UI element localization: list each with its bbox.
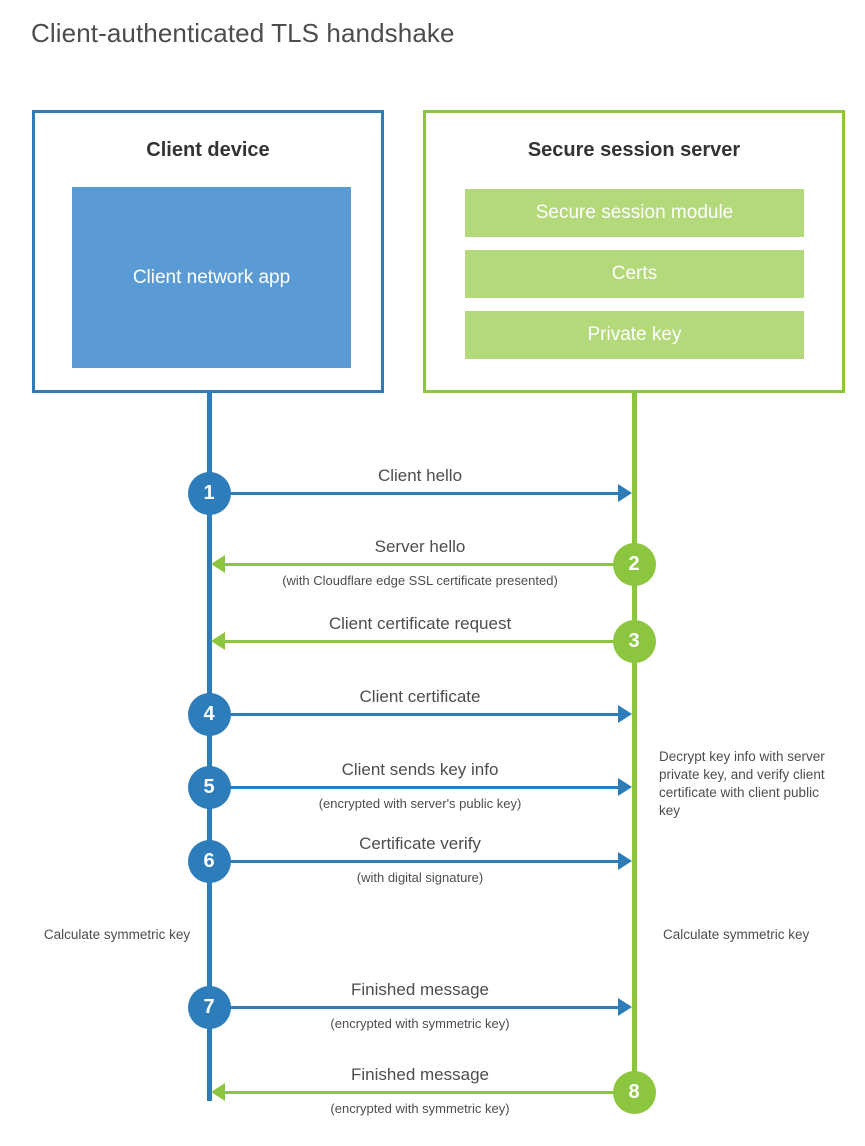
server-block-certs: Certs bbox=[465, 250, 804, 298]
message-label-3: Client certificate request bbox=[328, 614, 512, 633]
step-circle-5[interactable]: 5 bbox=[187, 765, 231, 809]
arrow-shaft bbox=[225, 1090, 632, 1094]
message-subtext-8: (encrypted with symmetric key) bbox=[330, 1101, 510, 1116]
secure-session-server-title: Secure session server bbox=[527, 139, 741, 161]
note-decrypt-key-info: Decrypt key info with server private key… bbox=[659, 749, 825, 818]
message-subtext-2: (with Cloudflare edge SSL certificate pr… bbox=[282, 573, 558, 588]
message-label-8: Finished message bbox=[351, 1065, 489, 1084]
secure-session-server-box: Secure session server Secure session mod… bbox=[423, 110, 845, 393]
arrow-head-right bbox=[618, 998, 632, 1016]
server-lifeline bbox=[632, 393, 637, 1093]
note-calculate-symmetric-key-server: Calculate symmetric key bbox=[663, 927, 810, 942]
arrow-head-left bbox=[211, 632, 225, 650]
arrow-head-left bbox=[211, 555, 225, 573]
page-title: Client-authenticated TLS handshake bbox=[31, 18, 455, 48]
message-subtext-5: (encrypted with server's public key) bbox=[318, 796, 522, 811]
client-device-box: Client device Client network app bbox=[32, 110, 384, 393]
client-network-app-block: Client network app bbox=[72, 187, 351, 368]
step-circle-1[interactable]: 1 bbox=[187, 471, 231, 515]
message-subtext-7: (encrypted with symmetric key) bbox=[330, 1016, 510, 1031]
message-subtext-6: (with digital signature) bbox=[356, 870, 484, 885]
step-circle-6[interactable]: 6 bbox=[187, 839, 231, 883]
arrow-head-right bbox=[618, 852, 632, 870]
note-calculate-symmetric-key-client: Calculate symmetric key bbox=[43, 927, 191, 942]
arrow-head-left bbox=[211, 1083, 225, 1101]
step-circle-3[interactable]: 3 bbox=[612, 619, 656, 663]
arrow-shaft bbox=[225, 639, 632, 643]
step-circle-2[interactable]: 2 bbox=[612, 542, 656, 586]
arrow-head-right bbox=[618, 778, 632, 796]
message-label-4: Client certificate bbox=[359, 687, 481, 706]
client-device-title: Client device bbox=[146, 139, 270, 161]
server-block-private-key: Private key bbox=[465, 311, 804, 359]
step-circle-4[interactable]: 4 bbox=[187, 692, 231, 736]
arrow-head-right bbox=[618, 484, 632, 502]
arrow-shaft bbox=[211, 1005, 618, 1009]
step-circle-8[interactable]: 8 bbox=[612, 1070, 656, 1114]
message-label-1: Client hello bbox=[377, 466, 463, 485]
client-lifeline bbox=[207, 393, 212, 1101]
message-label-2: Server hello bbox=[374, 537, 466, 556]
step-circle-7[interactable]: 7 bbox=[187, 985, 231, 1029]
message-label-6: Certificate verify bbox=[359, 834, 481, 853]
arrow-head-right bbox=[618, 705, 632, 723]
arrow-shaft bbox=[211, 712, 618, 716]
message-label-7: Finished message bbox=[351, 980, 489, 999]
arrow-shaft bbox=[211, 859, 618, 863]
arrow-shaft bbox=[211, 491, 618, 495]
arrow-shaft bbox=[225, 562, 632, 566]
message-label-5: Client sends key info bbox=[341, 760, 499, 779]
server-block-secure-session-module: Secure session module bbox=[465, 189, 804, 237]
arrow-shaft bbox=[211, 785, 618, 789]
